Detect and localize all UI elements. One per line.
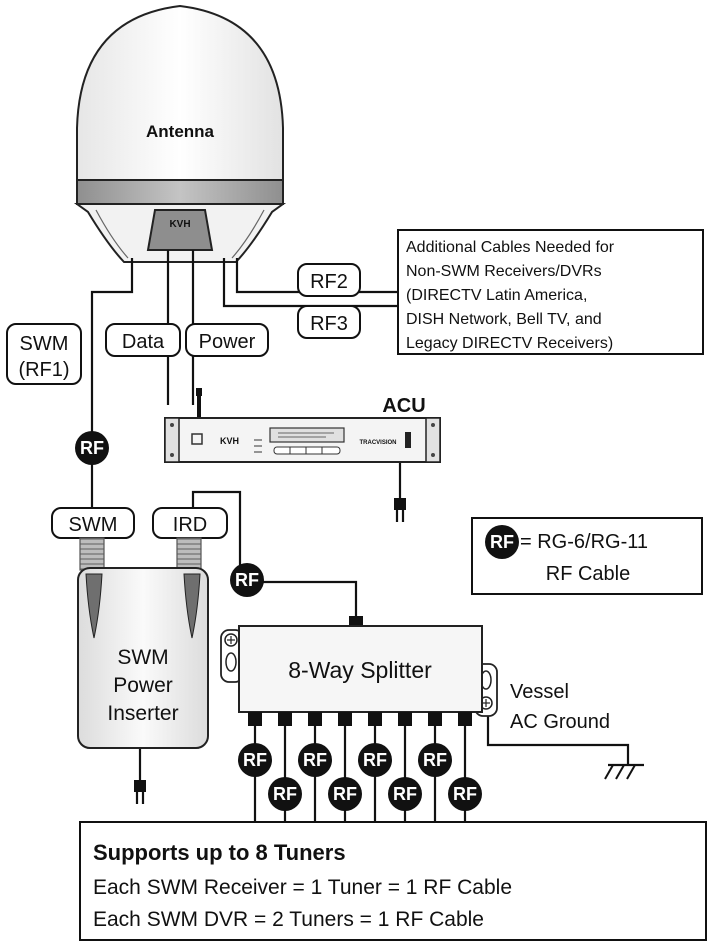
- rf-cable-badge: RF: [388, 777, 422, 811]
- rf-cable-badge: RF: [485, 525, 519, 559]
- svg-text:RF3: RF3: [310, 313, 348, 335]
- label-swm: SWM: [51, 507, 135, 539]
- label-rf3: RF3: [297, 305, 361, 339]
- support-title: Supports up to 8 Tuners: [93, 840, 346, 865]
- antenna-connector-box: [146, 209, 214, 251]
- svg-text:SWM: SWM: [20, 333, 69, 355]
- svg-text:Legacy DIRECTV Receivers): Legacy DIRECTV Receivers): [406, 335, 613, 352]
- support-line-dvr: Each SWM DVR = 2 Tuners = 1 RF Cable: [93, 908, 484, 931]
- rf-cable-badge: RF: [230, 563, 264, 597]
- rf-cable-badge: RF: [418, 743, 452, 777]
- svg-text:RF: RF: [423, 750, 447, 770]
- svg-text:AC Ground: AC Ground: [510, 711, 610, 733]
- svg-text:RF: RF: [235, 570, 259, 590]
- svg-text:RF: RF: [453, 784, 477, 804]
- rf-cable-badge: RF: [448, 777, 482, 811]
- inserter-connector-right: [176, 537, 202, 571]
- additional-cables-note: Additional Cables Needed for Non-SWM Rec…: [397, 229, 704, 355]
- svg-text:RF: RF: [80, 438, 104, 458]
- svg-text:IRD: IRD: [173, 514, 207, 536]
- splitter-output-port: [248, 712, 262, 726]
- acu-display: [269, 427, 345, 443]
- splitter-label: 8-Way Splitter: [288, 657, 432, 683]
- acu-power-switch: [405, 432, 411, 448]
- swm-power-inserter: SWM Power Inserter: [77, 537, 209, 804]
- svg-text:DISH Network, Bell TV, and: DISH Network, Bell TV, and: [406, 311, 602, 328]
- splitter-output-port: [278, 712, 292, 726]
- antenna-label: Antenna: [146, 122, 215, 141]
- acu-port-icon: [191, 433, 203, 445]
- eight-way-splitter: 8-Way Splitter: [220, 616, 498, 717]
- splitter-body: [238, 625, 483, 713]
- svg-text:Data: Data: [122, 331, 165, 353]
- svg-text:RF: RF: [303, 750, 327, 770]
- inserter-body: [77, 567, 209, 749]
- inserter-connector-left: [79, 537, 105, 571]
- support-info-box: Supports up to 8 Tuners Each SWM Receive…: [79, 821, 707, 941]
- rf-cable-badge: RF: [328, 777, 362, 811]
- acu-unit: KVH TRACVISION ACU: [164, 388, 441, 522]
- svg-text:(DIRECTV Latin America,: (DIRECTV Latin America,: [406, 287, 587, 304]
- label-swm-rf1: SWM (RF1): [6, 323, 82, 385]
- svg-text:Power: Power: [199, 331, 256, 353]
- svg-text:SWM: SWM: [69, 514, 118, 536]
- svg-text:RF: RF: [273, 784, 297, 804]
- support-line-receiver: Each SWM Receiver = 1 Tuner = 1 RF Cable: [93, 876, 512, 899]
- rf-cable-badge: RF: [298, 743, 332, 777]
- svg-text:RF: RF: [243, 750, 267, 770]
- svg-text:(RF1): (RF1): [18, 359, 69, 381]
- splitter-output-port: [338, 712, 352, 726]
- rf-badges: RF RF RF RF RF RF RF RF RF RF RF: [75, 431, 519, 811]
- splitter-output-port: [398, 712, 412, 726]
- antenna: KVH Antenna: [73, 4, 287, 263]
- svg-text:RF: RF: [393, 784, 417, 804]
- label-ird: IRD: [152, 507, 228, 539]
- svg-text:Power: Power: [113, 674, 173, 697]
- acu-power-plug-icon: [394, 498, 406, 510]
- svg-text:RF Cable: RF Cable: [546, 563, 630, 585]
- svg-text:RF2: RF2: [310, 271, 348, 293]
- splitter-output-port: [368, 712, 382, 726]
- svg-text:Vessel: Vessel: [510, 681, 569, 703]
- acu-brand-logo: KVH: [220, 436, 239, 446]
- svg-text:RF: RF: [490, 532, 514, 552]
- splitter-output-port: [428, 712, 442, 726]
- svg-text:RF: RF: [333, 784, 357, 804]
- rf-cable-badge: RF: [358, 743, 392, 777]
- acu-label: ACU: [382, 395, 425, 417]
- inserter-power-plug-icon: [134, 780, 146, 792]
- svg-text:RF: RF: [363, 750, 387, 770]
- svg-text:Non-SWM Receivers/DVRs: Non-SWM Receivers/DVRs: [406, 263, 602, 280]
- rf-cable-badge: RF: [75, 431, 109, 465]
- label-data: Data: [105, 323, 181, 357]
- label-power: Power: [185, 323, 269, 357]
- vessel-ac-ground: Vessel AC Ground: [510, 681, 644, 780]
- ground-symbol-icon: [604, 764, 614, 780]
- acu-tracvision-logo: TRACVISION: [359, 440, 396, 446]
- svg-text:SWM: SWM: [117, 646, 168, 669]
- rf-cable-badge: RF: [268, 777, 302, 811]
- svg-text:= RG-6/RG-11: = RG-6/RG-11: [520, 531, 648, 553]
- antenna-brand-logo: KVH: [169, 219, 190, 230]
- svg-text:Inserter: Inserter: [107, 702, 178, 725]
- splitter-output-port: [458, 712, 472, 726]
- antenna-dome: [76, 4, 284, 181]
- svg-text:Additional Cables Needed for: Additional Cables Needed for: [406, 239, 615, 256]
- splitter-output-port: [308, 712, 322, 726]
- rf-cable-badge: RF: [238, 743, 272, 777]
- label-rf2: RF2: [297, 263, 361, 297]
- antenna-band: [76, 179, 284, 205]
